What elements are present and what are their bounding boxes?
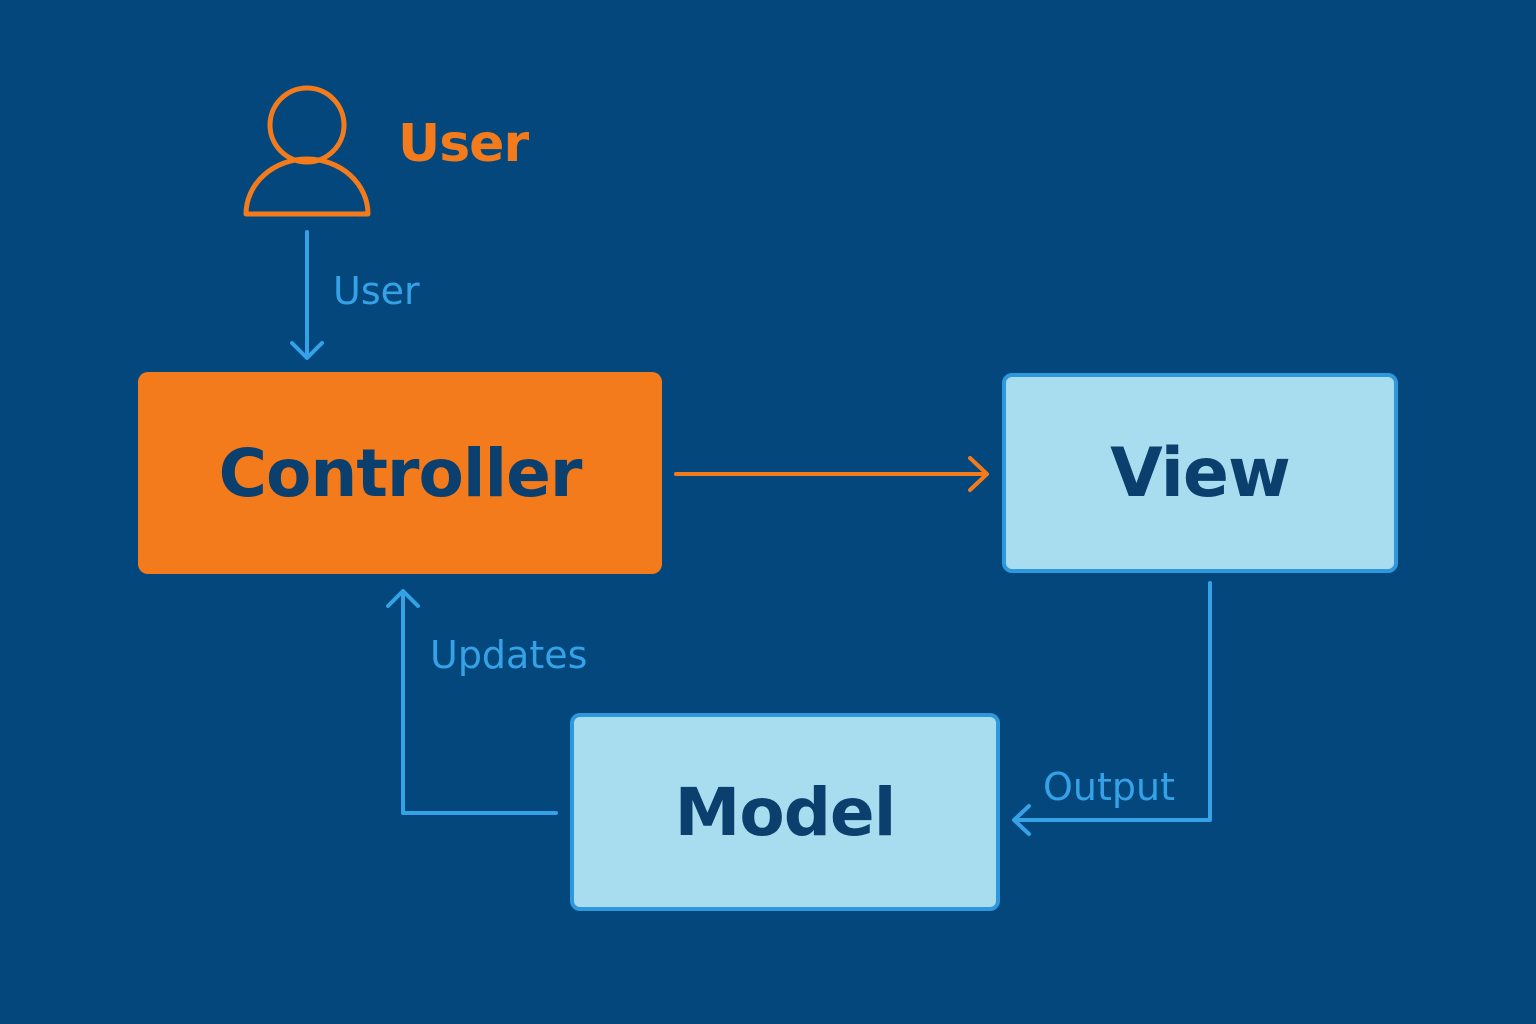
controller-node: Controller [138, 372, 662, 574]
edge-label-user: User [333, 269, 420, 313]
edge-user-to-controller [290, 230, 324, 360]
view-label: View [1110, 433, 1291, 513]
user-icon [243, 85, 371, 217]
view-node: View [1002, 373, 1398, 573]
edge-view-to-model [1012, 581, 1212, 836]
controller-label: Controller [218, 434, 583, 512]
edge-label-updates: Updates [430, 633, 588, 677]
model-node: Model [570, 713, 1000, 911]
edge-model-to-controller [386, 589, 558, 815]
edge-controller-to-view [674, 456, 989, 492]
user-title: User [398, 114, 529, 174]
model-label: Model [674, 773, 897, 851]
edge-label-output: Output [1043, 765, 1175, 809]
